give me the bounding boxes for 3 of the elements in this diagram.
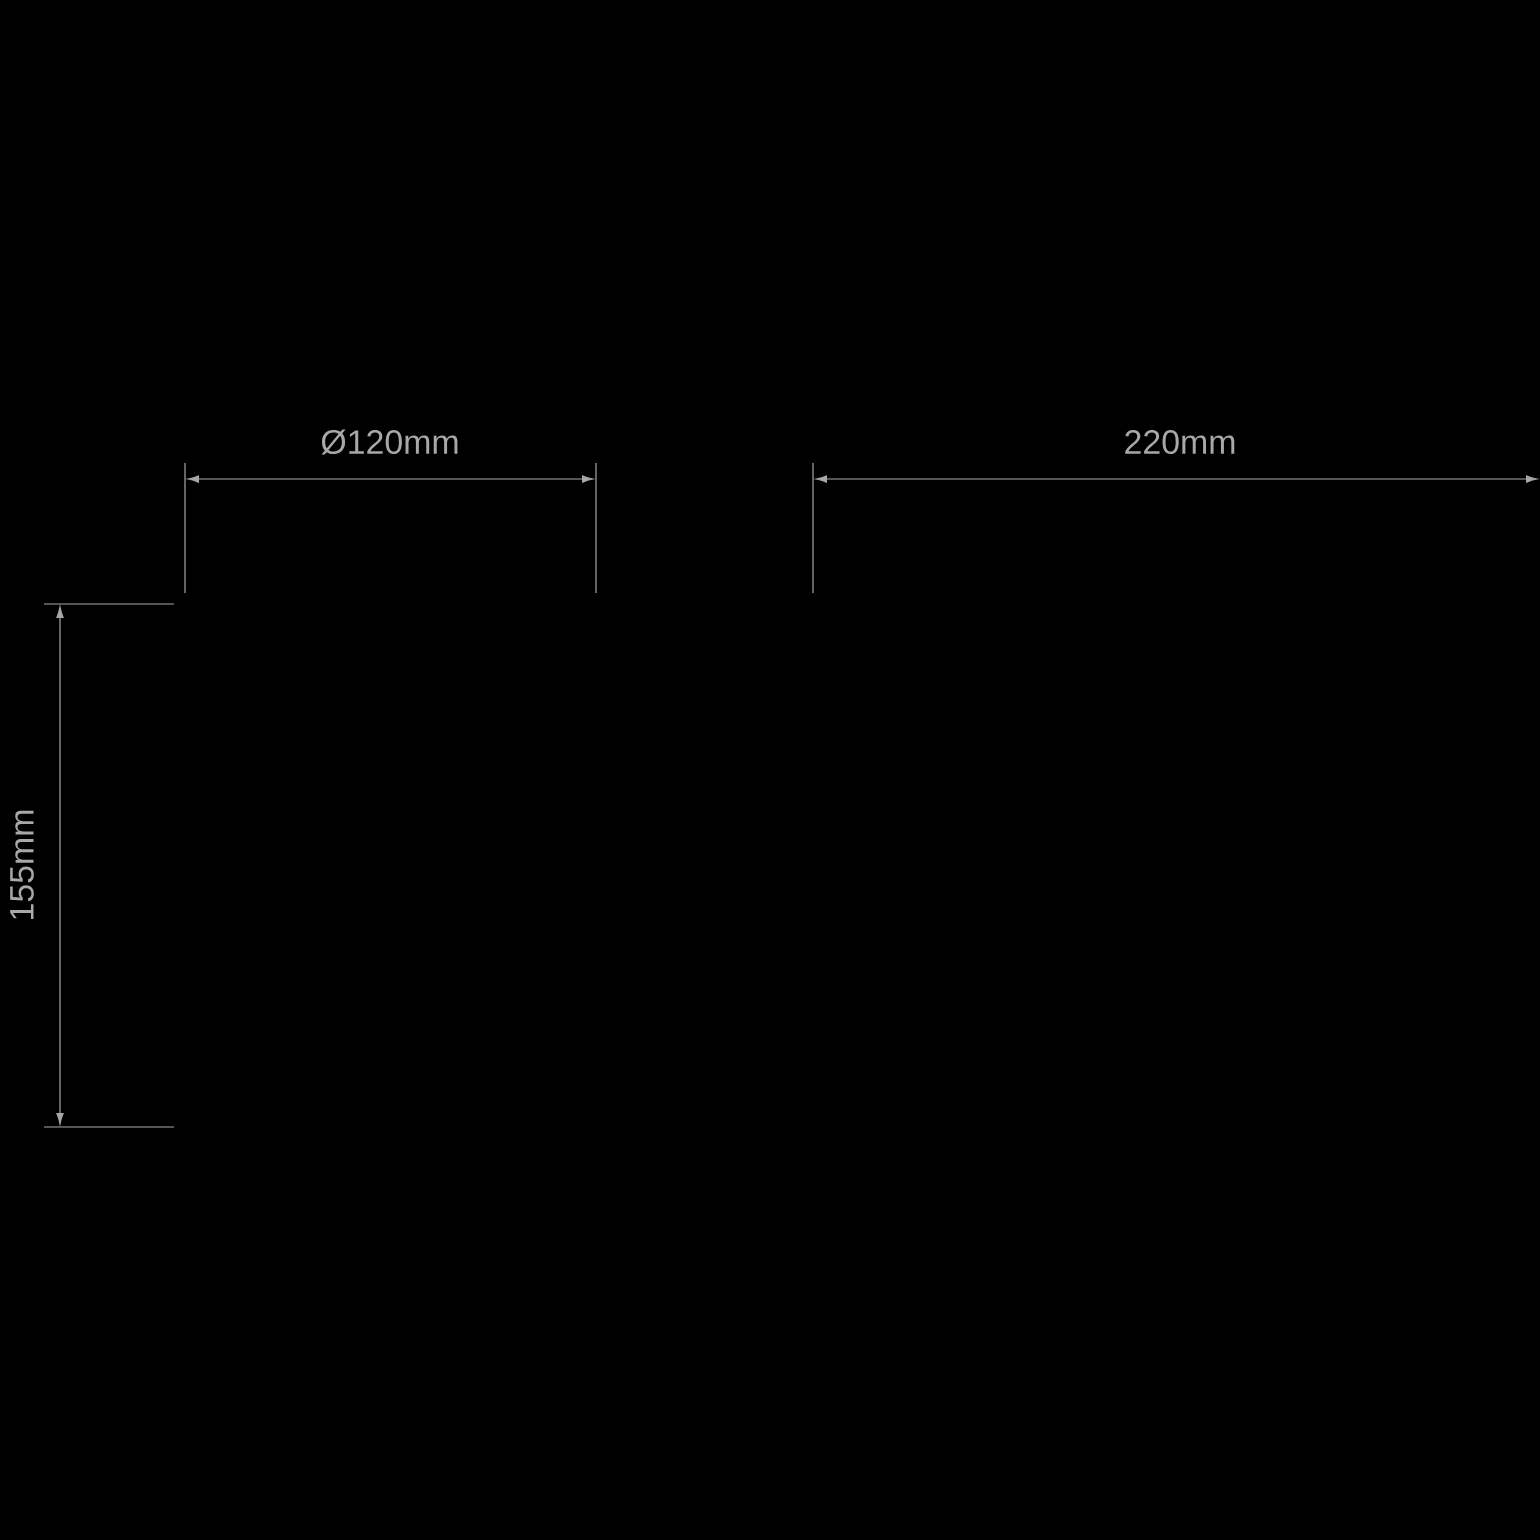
dimension-label: 220mm <box>1125 430 1235 454</box>
dimension-label: 155mm <box>10 810 34 919</box>
dimension-label: Ø120mm <box>321 429 458 455</box>
